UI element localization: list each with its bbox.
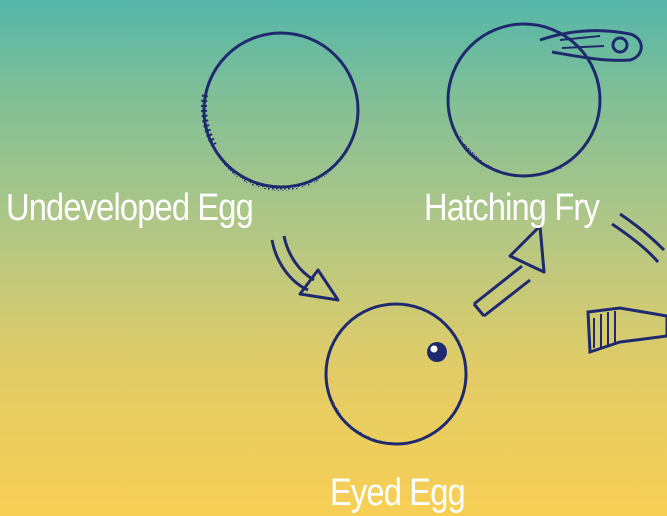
- label-eyed-egg: Eyed Egg: [330, 474, 465, 512]
- next-stage-partial-illustration: [588, 308, 667, 352]
- arrow-undeveloped-to-eyed: [272, 236, 338, 300]
- label-undeveloped-egg: Undeveloped Egg: [6, 189, 253, 227]
- undeveloped-egg-illustration: [204, 33, 358, 191]
- arrow-hatching-to-next: [612, 214, 664, 262]
- arrow-eyed-to-hatching: [474, 226, 544, 316]
- eyed-egg-illustration: [326, 304, 466, 445]
- hatching-fry-illustration: [448, 24, 641, 177]
- label-hatching-fry: Hatching Fry: [424, 189, 599, 227]
